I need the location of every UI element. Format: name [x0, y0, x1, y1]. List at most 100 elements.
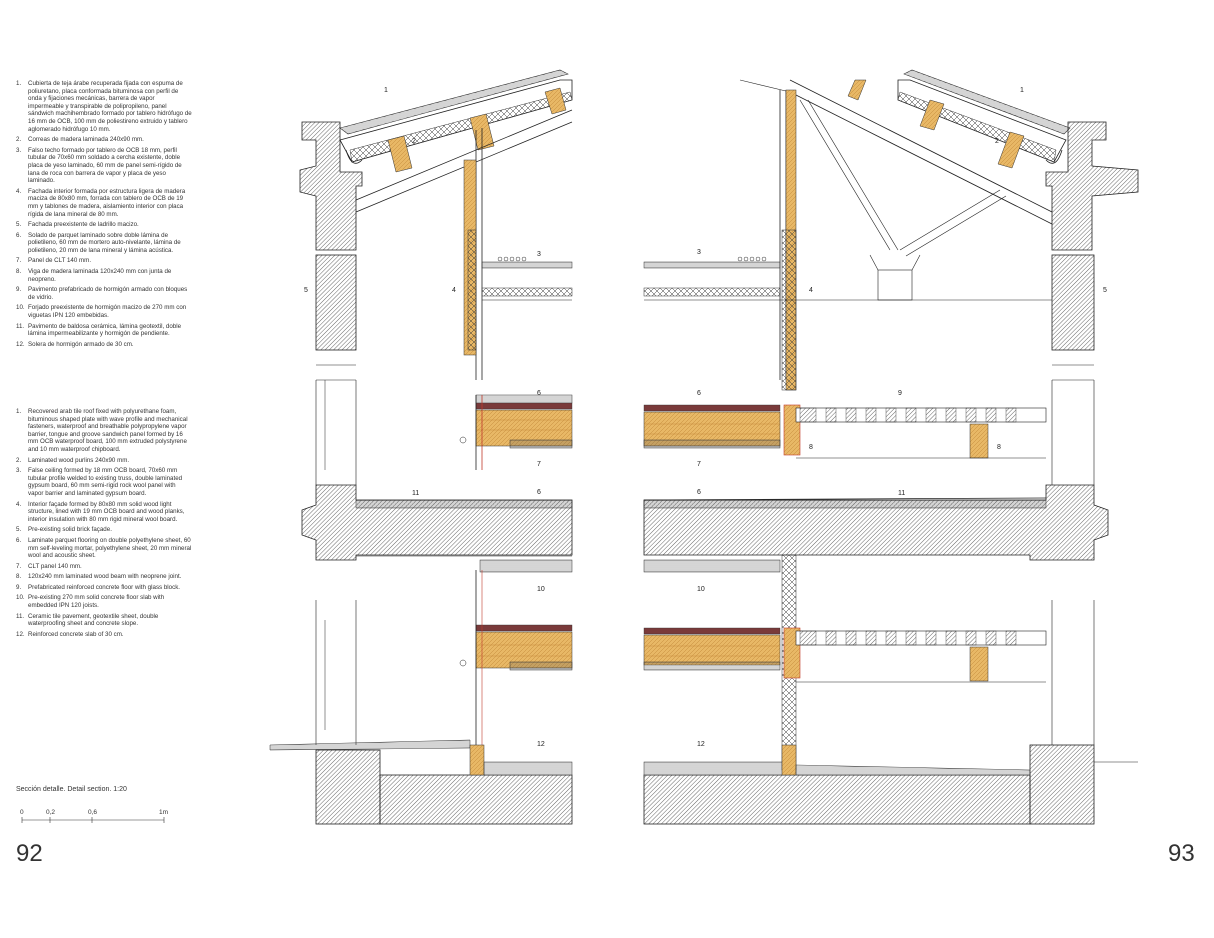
legend-item: 11.Ceramic tile pavement, geotextile she…	[16, 613, 192, 628]
legend-item: 7. CLT panel 140 mm.	[16, 563, 192, 571]
legend-item: 8.120x240 mm laminated wood beam with ne…	[16, 573, 192, 581]
left-section	[269, 69, 573, 825]
legend-item-number: 7.	[16, 257, 22, 265]
callout: 12	[697, 741, 705, 748]
callout: 11	[412, 490, 419, 497]
callout: 10	[537, 586, 545, 593]
scale-label: 0,6	[88, 809, 97, 816]
callouts-right: 1 2 3 4 5 6 9 7 8 8 6 11 10 12	[697, 87, 1107, 748]
legend-item: 3. False ceiling formed by 18 mm OCB boar…	[16, 467, 192, 497]
legend-item: 6. Solado de parquet laminado sobre doble…	[16, 232, 192, 255]
legend-item-text: Interior façade formed by 80x80 mm solid…	[28, 500, 185, 523]
legend-item-text: Laminated wood purlins 240x90 mm.	[28, 456, 130, 464]
legend-item: 7. Panel de CLT 140 mm.	[16, 257, 192, 265]
legend-item: 11.Pavimento de baldosa cerámica, lámina…	[16, 323, 192, 338]
scale-bar: 0 0,2 0,6 1m	[20, 809, 168, 823]
scale-label: 0,2	[46, 809, 55, 816]
legend-item-text: Pre-existing solid brick façade.	[28, 526, 112, 534]
callout: 2	[412, 138, 416, 145]
legend-item-number: 6.	[16, 231, 22, 239]
callout: 7	[697, 461, 701, 468]
legend-item: 5.Pre-existing solid brick façade.	[16, 526, 192, 534]
legend-item-text: Ceramic tile pavement, geotextile sheet,…	[28, 612, 159, 628]
legend-item-number: 7.	[16, 562, 22, 570]
legend-item-number: 3.	[16, 467, 22, 475]
legend-item-text: Laminate parquet flooring on double poly…	[28, 536, 192, 560]
callout: 7	[537, 461, 541, 468]
legend-item-text: False ceiling formed by 18 mm OCB board,…	[28, 467, 183, 497]
callout: 11	[898, 490, 905, 497]
right-glass-block-floor-2	[795, 630, 1047, 683]
legend-item-number: 6.	[16, 536, 22, 544]
legend-item-text: CLT panel 140 mm.	[28, 562, 82, 570]
legend-item: 3.Falso techo formado por tablero de OCB…	[16, 147, 192, 185]
right-cornice	[1045, 121, 1139, 251]
callout: 10	[697, 586, 705, 593]
callout: 1	[1020, 87, 1024, 94]
legend-item-text: Recovered arab tile roof fixed with poly…	[28, 408, 188, 453]
callout: 5	[1103, 287, 1107, 294]
legend-item-text: Falso techo formado por tablero de OCB 1…	[28, 146, 182, 185]
legend-item-number: 10.	[16, 304, 25, 312]
callout: 1	[384, 87, 388, 94]
callout: 8	[809, 444, 813, 451]
legend-item-text: Reinforced concrete slab of 30 cm.	[28, 630, 124, 638]
legend-item-text: Pre-existing 270 mm solid concrete floor…	[28, 594, 165, 610]
left-floor-clt-2	[475, 570, 573, 770]
legend-item: 8.Viga de madera laminada 120x240 mm con…	[16, 268, 192, 283]
legend-item: 5.Fachada preexistente de ladrillo maciz…	[16, 221, 192, 229]
callout: 2	[995, 138, 999, 145]
legend-item: 1. Recovered arab tile roof fixed with po…	[16, 408, 192, 454]
scale-label: 0	[20, 809, 24, 816]
page-number-right: 93	[1168, 840, 1195, 867]
legend-item: 10.Forjado preexistente de hormigón maci…	[16, 304, 192, 319]
callout: 6	[697, 489, 701, 496]
legend-item-number: 8.	[16, 268, 22, 276]
scale-label: 1m	[159, 809, 168, 816]
right-foundation	[1029, 744, 1095, 825]
figure-caption: Sección detalle. Detail section. 1:20	[16, 786, 127, 793]
callout: 6	[537, 489, 541, 496]
legend-item: 2. Laminated wood purlins 240x90 mm.	[16, 457, 192, 465]
legend-item-text: Cubierta de teja árabe recuperada fijada…	[28, 80, 192, 133]
left-brick-wall	[315, 254, 357, 351]
left-roof	[339, 69, 573, 380]
legend-item-number: 12.	[16, 340, 25, 348]
left-foundation	[315, 749, 381, 825]
right-brick-wall	[1051, 254, 1095, 351]
legend-item: 6. Laminate parquet flooring on double po…	[16, 537, 192, 560]
legend-item: 9. Pavimento prefabricado de hormigón arm…	[16, 286, 192, 301]
legend-item: 9.Prefabricated reinforced concrete floo…	[16, 584, 192, 592]
right-roof	[739, 69, 1071, 380]
legend-item-number: 10.	[16, 594, 25, 602]
legend-item-text: Solado de parquet laminado sobre doble l…	[28, 231, 181, 254]
legend-item-number: 9.	[16, 583, 22, 591]
legend-item-number: 9.	[16, 286, 22, 294]
legend-item-number: 5.	[16, 221, 22, 229]
legend-item-number: 1.	[16, 408, 22, 415]
callout: 5	[304, 287, 308, 294]
legend-item: 1.Cubierta de teja árabe recuperada fija…	[16, 80, 192, 133]
legend-item-number: 4.	[16, 187, 22, 195]
legend-item-number: 4.	[16, 500, 22, 508]
legend-item-number: 2.	[16, 456, 22, 464]
legend-item-text: Pavimento prefabricado de hormigón armad…	[28, 286, 188, 301]
callout: 12	[537, 741, 545, 748]
legend-item: 2.Correas de madera laminada 240x90 mm.	[16, 136, 192, 144]
legend-item-text: Panel de CLT 140 mm.	[28, 257, 92, 265]
legend-item-number: 12.	[16, 630, 25, 638]
legend-item-number: 2.	[16, 136, 22, 144]
left-concrete-slab	[301, 484, 573, 561]
legend-spanish: 1.Cubierta de teja árabe recuperada fija…	[16, 80, 192, 351]
legend-item: 12.Solera de hormigón armado de 30 cm.	[16, 341, 192, 349]
left-cornice	[299, 121, 363, 251]
legend-item-text: 120x240 mm laminated wood beam with neop…	[28, 573, 182, 581]
callout: 4	[809, 287, 813, 294]
page-number-left: 92	[16, 840, 43, 867]
callout: 6	[537, 390, 541, 397]
legend-english: 1. Recovered arab tile roof fixed with po…	[16, 408, 192, 641]
legend-item-text: Solera de hormigón armado de 30 cm.	[28, 340, 134, 348]
right-floor-clt-1	[643, 404, 801, 456]
right-glass-block-floor-1	[795, 407, 1047, 459]
